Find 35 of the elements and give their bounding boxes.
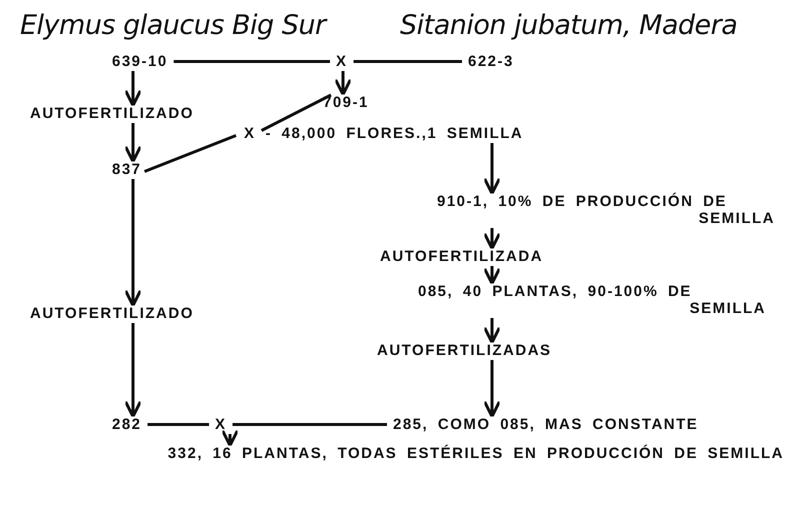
species-heading: Elymus glaucus Big Sur [20, 10, 326, 41]
connector-line [148, 423, 209, 426]
arrow [483, 318, 501, 344]
arrow [483, 228, 501, 250]
node-text: 910-1, 10% DE PRODUCCIÓN DE SEMILLA [437, 193, 775, 227]
arrow [483, 143, 501, 195]
connector-line [260, 94, 332, 132]
arrow [221, 429, 239, 447]
node-text: 622-3 [468, 53, 514, 70]
connector-line [354, 60, 462, 63]
node-text: AUTOFERTILIZADO [30, 305, 194, 322]
node-text: 837 [112, 161, 142, 178]
node-text: AUTOFERTILIZADO [30, 105, 194, 122]
connector-line [174, 60, 330, 63]
arrow [124, 71, 142, 107]
arrow [483, 266, 501, 285]
species-heading: Sitanion jubatum, Madera [400, 10, 738, 41]
arrow [124, 123, 142, 163]
node-text: 332, 16 PLANTAS, TODAS ESTÉRILES EN PRODUCCIÓN DE SEMILLA [8, 445, 784, 462]
node-text: X [336, 53, 348, 70]
node-text: AUTOFERTILIZADA [380, 248, 544, 265]
node-text: 285, COMO 085, MAS CONSTANTE [393, 416, 698, 433]
node-text: AUTOFERTILIZADAS [377, 342, 552, 359]
arrow [124, 323, 142, 418]
connector-line [232, 423, 387, 426]
cross-symbol: X [244, 125, 256, 142]
arrow [124, 179, 142, 307]
node-text: 639-10 [112, 53, 168, 70]
arrow [334, 71, 352, 96]
arrow [483, 360, 501, 418]
node-text: X [215, 416, 227, 433]
node-text: 085, 40 PLANTAS, 90-100% DE SEMILLA [418, 283, 766, 317]
connector-line [144, 134, 237, 173]
node-text: 282 [112, 416, 142, 433]
node-note: - 48,000 FLORES.,1 SEMILLA [266, 125, 524, 142]
